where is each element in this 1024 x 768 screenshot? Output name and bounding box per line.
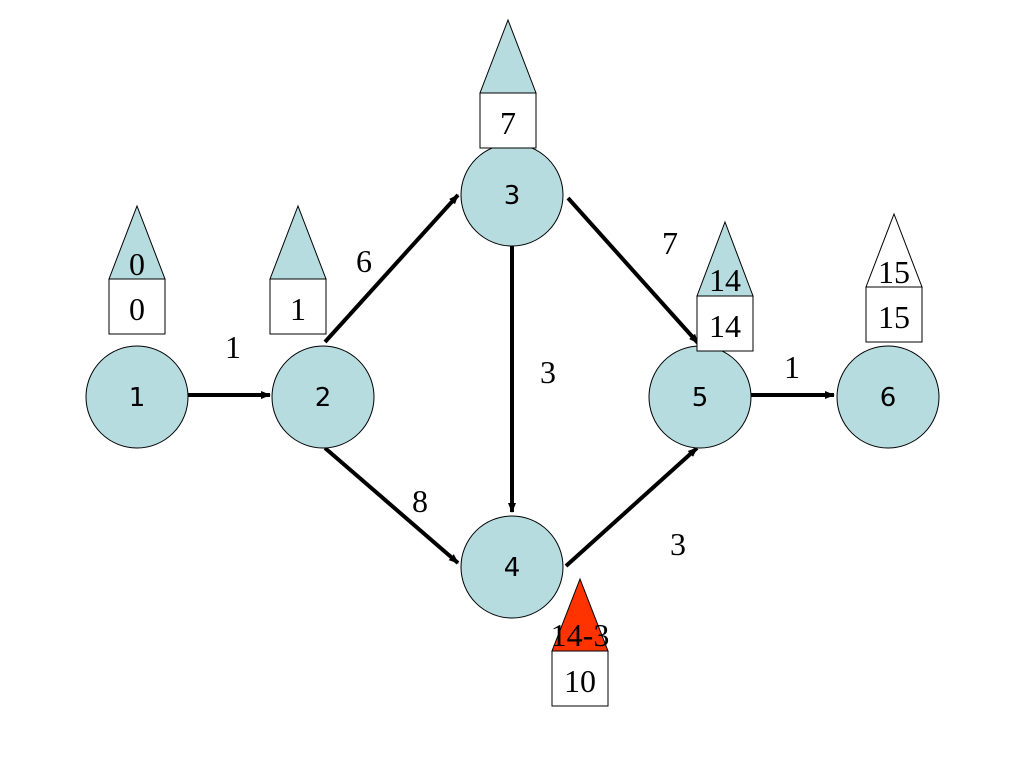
edge-weight-2-4: 8 xyxy=(412,483,428,519)
edge-weight-5-6: 1 xyxy=(784,349,800,385)
box-value: 1 xyxy=(290,291,306,327)
node-label: 4 xyxy=(504,553,521,583)
nodes: 1 2 3 4 5 6 xyxy=(85,143,940,619)
edge-weight-4-5: 3 xyxy=(670,526,686,562)
edge-3-5 xyxy=(566,196,700,345)
node-label: 5 xyxy=(692,383,709,413)
box-value: 10 xyxy=(564,663,596,699)
time-marker-node-2: 1 xyxy=(269,204,327,335)
time-box xyxy=(108,278,166,335)
edge-weight-1-2: 1 xyxy=(225,329,241,365)
node-2: 2 xyxy=(271,345,375,449)
time-marker-node-5: 14 14 xyxy=(696,220,754,352)
node-circle xyxy=(836,345,940,449)
edge-2-3 xyxy=(323,193,460,344)
node-label: 1 xyxy=(129,383,146,413)
time-box xyxy=(479,92,537,149)
triangle-marker xyxy=(269,204,327,280)
node-1: 1 xyxy=(85,345,189,449)
node-circle xyxy=(271,345,375,449)
edge-weight-3-5: 7 xyxy=(662,225,678,261)
time-box xyxy=(269,278,327,335)
node-label: 6 xyxy=(880,383,897,413)
time-box xyxy=(865,286,923,343)
node-label: 3 xyxy=(504,181,521,211)
edge-weights: 1 6 8 3 7 3 1 xyxy=(225,225,800,562)
time-box xyxy=(551,650,609,707)
triangle-marker xyxy=(479,18,537,94)
triangle-value: 15 xyxy=(878,254,910,290)
triangle-value: 14-3 xyxy=(551,617,610,653)
node-6: 6 xyxy=(836,345,940,449)
box-value: 0 xyxy=(129,291,145,327)
node-5: 5 xyxy=(648,345,752,449)
box-value: 15 xyxy=(878,299,910,335)
node-3: 3 xyxy=(460,143,564,247)
time-marker-node-3: 7 xyxy=(479,18,537,149)
node-label: 2 xyxy=(315,383,332,413)
box-value: 14 xyxy=(709,308,741,344)
box-value: 7 xyxy=(500,105,516,141)
edge-2-4 xyxy=(323,446,460,565)
time-marker-node-1: 0 0 xyxy=(108,204,166,335)
edge-4-5 xyxy=(564,446,699,568)
edge-weight-3-4: 3 xyxy=(540,354,556,390)
triangle-value: 14 xyxy=(709,262,741,298)
edge-weight-2-3: 6 xyxy=(356,243,372,279)
node-circle xyxy=(460,515,564,619)
edges xyxy=(188,193,835,568)
time-markers: 0 0 1 7 14 14 15 15 xyxy=(108,18,923,707)
node-4: 4 xyxy=(460,515,564,619)
node-circle xyxy=(85,345,189,449)
time-marker-node-6: 15 15 xyxy=(865,212,923,343)
time-box xyxy=(696,295,754,352)
time-marker-node-4: 14-3 10 xyxy=(551,577,610,707)
triangle-value: 0 xyxy=(129,246,145,282)
